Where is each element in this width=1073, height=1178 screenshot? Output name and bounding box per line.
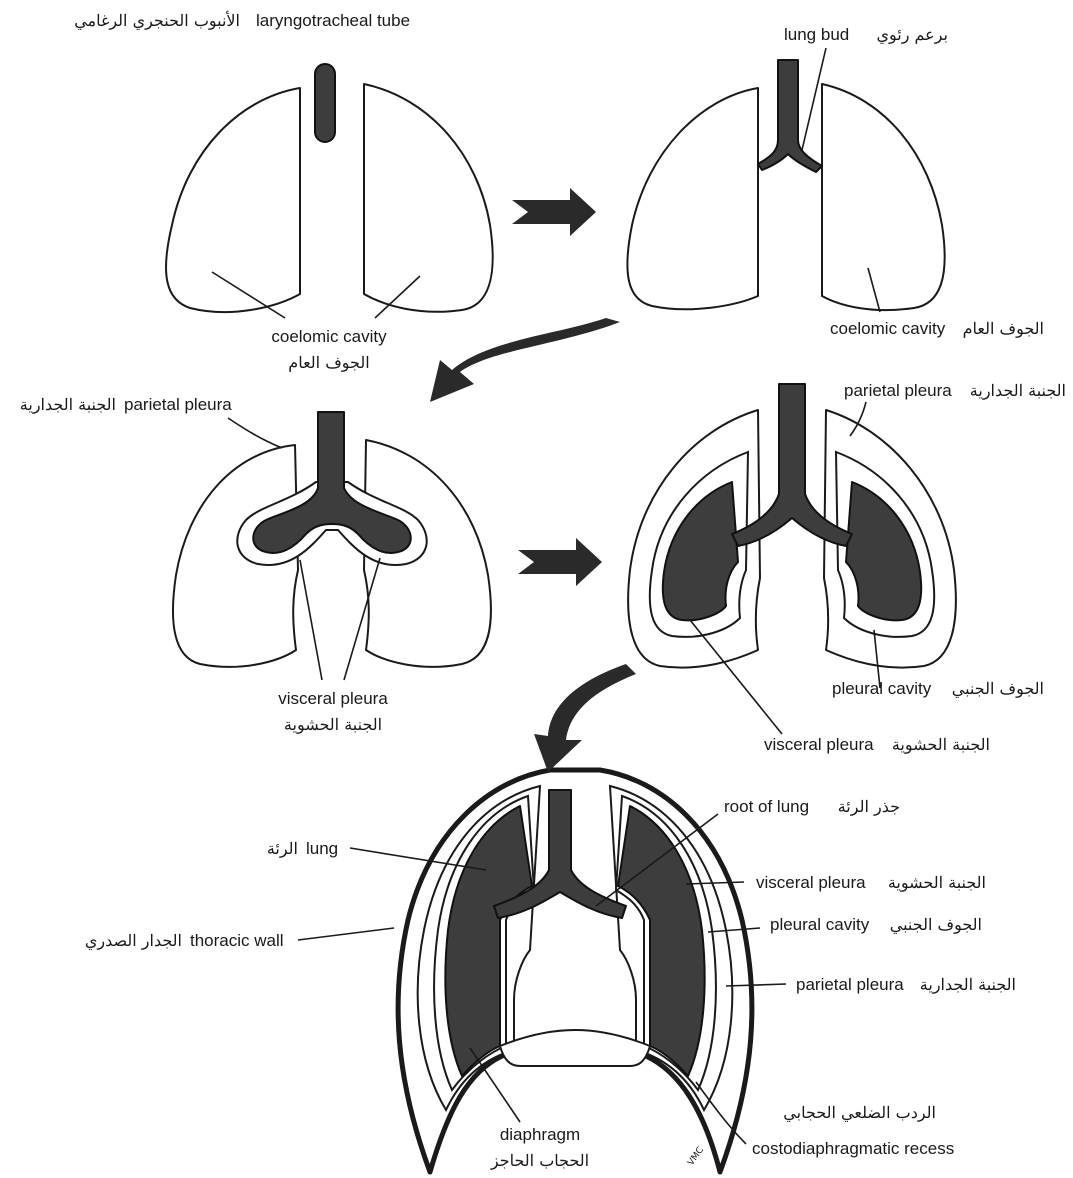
label-root-of-lung-ar: جذر الرئة bbox=[838, 797, 900, 816]
laryngotracheal-tube bbox=[315, 64, 335, 142]
label-lung-en: lung bbox=[306, 839, 338, 858]
visceral-pleura-leader-left bbox=[300, 560, 322, 680]
label-visceral-pleura-3-en: visceral pleura bbox=[756, 873, 866, 892]
label-costodiaphragmatic-recess-ar: الردب الضلعي الحجابي bbox=[783, 1103, 936, 1122]
arrow-right-2 bbox=[518, 538, 602, 586]
coelomic-cavity-right-outline bbox=[364, 84, 493, 312]
coelomic-cavity-left-outline-2 bbox=[627, 88, 758, 309]
stage-3-lung-buds-invaginate bbox=[173, 412, 491, 680]
label-pleural-cavity-1-ar: الجوف الجنبي bbox=[952, 679, 1044, 698]
lung-bud-shape bbox=[758, 60, 822, 172]
label-pleural-cavity-1-en: pleural cavity bbox=[832, 679, 932, 698]
label-parietal-pleura-2-ar: الجنبة الجدارية bbox=[970, 381, 1066, 400]
label-visceral-pleura-2-en: visceral pleura bbox=[764, 735, 874, 754]
label-lung-ar: الرئة bbox=[267, 839, 298, 858]
label-costodiaphragmatic-recess-en: costodiaphragmatic recess bbox=[752, 1139, 954, 1158]
coelomic-cavity-left-outline bbox=[166, 88, 300, 312]
label-laryngotracheal-tube-ar: الأنبوب الحنجري الرغامي bbox=[74, 11, 240, 30]
label-visceral-pleura-3-ar: الجنبة الحشوية bbox=[888, 873, 986, 892]
diaphragm-dome bbox=[500, 1030, 650, 1066]
label-coelomic-cavity-2-ar: الجوف العام bbox=[963, 319, 1044, 338]
artist-signature: VMC bbox=[686, 1145, 706, 1167]
label-thoracic-wall-ar: الجدار الصدري bbox=[85, 931, 182, 950]
label-pleural-cavity-2-en: pleural cavity bbox=[770, 915, 870, 934]
label-visceral-pleura-1-ar: الجنبة الحشوية bbox=[284, 715, 382, 734]
label-thoracic-wall-en: thoracic wall bbox=[190, 931, 284, 950]
label-diaphragm-en: diaphragm bbox=[500, 1125, 580, 1144]
label-parietal-pleura-1-en: parietal pleura bbox=[124, 395, 232, 414]
label-coelomic-cavity-1-en: coelomic cavity bbox=[271, 327, 387, 346]
label-lung-bud-en: lung bud bbox=[784, 25, 849, 44]
label-parietal-pleura-3-ar: الجنبة الجدارية bbox=[920, 975, 1016, 994]
stage-5-mature-pleura: VMC bbox=[298, 770, 786, 1172]
label-pleural-cavity-2-ar: الجوف الجنبي bbox=[890, 915, 982, 934]
arrow-right-1 bbox=[512, 188, 596, 236]
label-coelomic-cavity-2-en: coelomic cavity bbox=[830, 319, 946, 338]
label-coelomic-cavity-1-ar: الجوف العام bbox=[288, 353, 369, 372]
label-laryngotracheal-tube-en: laryngotracheal tube bbox=[256, 11, 410, 30]
label-lung-bud-ar: برعم رئوي bbox=[876, 25, 948, 44]
coelomic-cavity-right-outline-2 bbox=[822, 84, 945, 310]
arrow-curved-1 bbox=[430, 318, 620, 402]
label-root-of-lung-en: root of lung bbox=[724, 797, 809, 816]
label-parietal-pleura-1-ar: الجنبة الجدارية bbox=[20, 395, 116, 414]
label-parietal-pleura-3-en: parietal pleura bbox=[796, 975, 904, 994]
parietal-pleura-leader-3 bbox=[726, 984, 786, 986]
stage-1-coelomic-cavity bbox=[166, 64, 493, 318]
parietal-pleura-leader-1 bbox=[228, 418, 282, 448]
label-parietal-pleura-2-en: parietal pleura bbox=[844, 381, 952, 400]
thoracic-wall-leader bbox=[298, 928, 394, 940]
label-visceral-pleura-1-en: visceral pleura bbox=[278, 689, 388, 708]
arrow-curved-2 bbox=[534, 664, 636, 772]
stage-2-lung-bud bbox=[627, 48, 944, 312]
label-diaphragm-ar: الحجاب الحاجز bbox=[490, 1151, 589, 1170]
label-visceral-pleura-2-ar: الجنبة الحشوية bbox=[892, 735, 990, 754]
